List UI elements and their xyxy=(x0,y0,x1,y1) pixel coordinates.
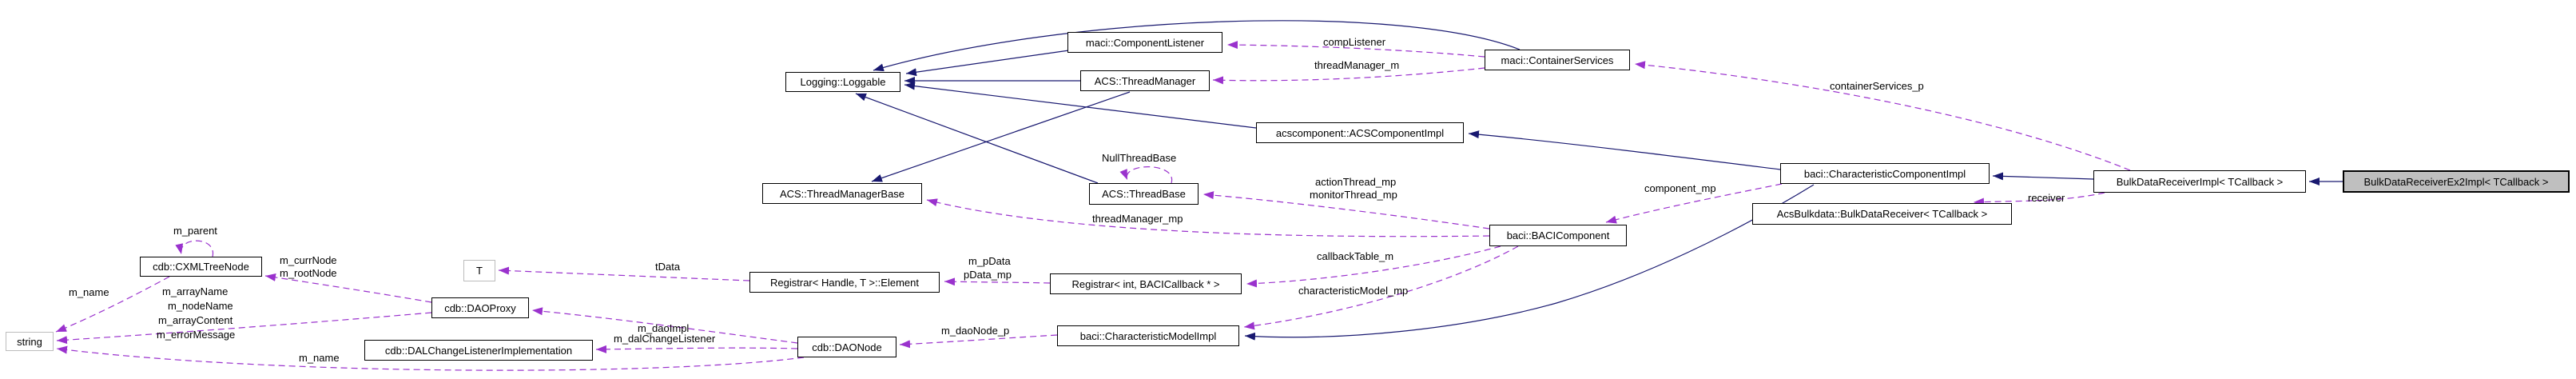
edge-usage-receiver xyxy=(1973,192,2105,206)
edge-usage-characteristicmodel-mp xyxy=(1243,245,1519,330)
edge-label-containerservices-p: containerServices_p xyxy=(1830,80,1924,92)
edge-inheritance-bulkrecvimpl-charcompimpl xyxy=(1992,172,2094,181)
edge-usage-callbacktable-m xyxy=(1246,245,1501,288)
edge-label-characteristicmodel-mp: characteristicModel_mp xyxy=(1298,285,1409,297)
edge-label-complistener: compListener xyxy=(1323,36,1386,48)
node-baci-bacicomponent[interactable]: baci::BACIComponent xyxy=(1489,225,1627,246)
node-bulkdatareceiverimpl[interactable]: BulkDataReceiverImpl< TCallback > xyxy=(2093,170,2306,193)
edge-usage-nullthreadbase-selfloop xyxy=(1119,166,1173,184)
edge-usage-daonode-p xyxy=(899,334,1058,349)
edge-usage-dalchangelistener xyxy=(595,345,798,353)
edge-label-m-parent: m_parent xyxy=(173,225,217,237)
node-baci-characteristiccomponentimpl[interactable]: baci::CharacteristicComponentImpl xyxy=(1780,163,1990,184)
node-string[interactable]: string xyxy=(6,332,54,351)
edge-usage-currnode-rootnode xyxy=(264,273,432,303)
edge-label-m-daoimpl: m_daoImpl xyxy=(638,322,690,334)
edge-label-m-daonode-p: m_daoNode_p xyxy=(941,325,1010,337)
edge-usage-mparent-selfloop xyxy=(175,240,213,257)
edge-label-m-errormessage: m_errorMessage xyxy=(157,329,236,341)
edge-usage-mname-treenode xyxy=(55,276,170,333)
node-registrar-element[interactable]: Registrar< Handle, T >::Element xyxy=(749,272,940,293)
node-bulkdatareceiverex2impl-current: BulkDataReceiverEx2Impl< TCallback > xyxy=(2343,170,2570,193)
edge-inheritance-threadbase-loggable xyxy=(855,93,1099,184)
node-acsbulkdata-bulkdatareceiver[interactable]: AcsBulkdata::BulkDataReceiver< TCallback… xyxy=(1752,203,2012,225)
edge-usage-threadmanager-mp xyxy=(926,198,1490,237)
node-cdb-daoproxy[interactable]: cdb::DAOProxy xyxy=(431,297,529,318)
node-registrar-int-bacicallback[interactable]: Registrar< int, BACICallback * > xyxy=(1050,273,1242,294)
edge-label-m-pdata: m_pData xyxy=(968,255,1011,267)
node-logging-loggable[interactable]: Logging::Loggable xyxy=(785,72,900,92)
edge-usage-containerservices-p xyxy=(1634,61,2131,171)
edge-usage-arrayname-block xyxy=(56,312,432,345)
edge-label-m-arraycontent: m_arrayContent xyxy=(158,314,233,326)
node-acs-threadmanager[interactable]: ACS::ThreadManager xyxy=(1080,70,1210,91)
edge-usage-threadmanager-m xyxy=(1212,67,1485,85)
edge-label-callbacktable-m: callbackTable_m xyxy=(1317,250,1394,262)
edge-usage-mpdata xyxy=(944,277,1051,286)
node-cdb-daonode[interactable]: cdb::DAONode xyxy=(797,337,896,357)
edge-usage-daoimpl xyxy=(531,307,798,344)
node-maci-componentlistener[interactable]: maci::ComponentListener xyxy=(1067,32,1222,53)
edge-inheritance-threadmanager-threadmanagerbase xyxy=(871,91,1131,182)
node-acs-threadbase[interactable]: ACS::ThreadBase xyxy=(1089,183,1199,205)
node-baci-characteristicmodelimpl[interactable]: baci::CharacteristicModelImpl xyxy=(1057,325,1239,346)
edge-label-m-name-treenode: m_name xyxy=(69,286,109,298)
node-maci-containerservices[interactable]: maci::ContainerServices xyxy=(1485,50,1630,70)
edge-label-m-nodename: m_nodeName xyxy=(168,300,233,312)
edge-label-actionthread-mp: actionThread_mp xyxy=(1315,176,1397,188)
node-cdb-dalchangelistenerimplementation[interactable]: cdb::DALChangeListenerImplementation xyxy=(364,340,593,361)
edge-inheritance-componentlistener-loggable xyxy=(905,50,1070,77)
edge-label-m-rootnode: m_rootNode xyxy=(280,267,337,279)
edge-label-pdata-mp: pData_mp xyxy=(964,269,1012,281)
edge-usage-tdata xyxy=(498,266,750,281)
node-acs-threadmanagerbase[interactable]: ACS::ThreadManagerBase xyxy=(762,183,922,204)
node-acscomponent-acscomponentimpl[interactable]: acscomponent::ACSComponentImpl xyxy=(1256,122,1464,143)
edge-usage-mname-daonode xyxy=(56,345,805,371)
edge-label-component-mp: component_mp xyxy=(1644,182,1716,194)
edge-label-m-dalchangelistener: m_dalChangeListener xyxy=(614,333,716,345)
edge-label-nullthreadbase: NullThreadBase xyxy=(1102,152,1177,164)
edge-label-monitorthread-mp: monitorThread_mp xyxy=(1310,189,1397,201)
edge-usage-component-mp xyxy=(1605,183,1783,224)
edge-label-receiver: receiver xyxy=(2028,192,2065,204)
node-t[interactable]: T xyxy=(463,260,495,281)
edge-inheritance-charcompimpl-charmodelimpl xyxy=(1244,184,1815,341)
edge-label-tdata: tData xyxy=(655,261,681,273)
edge-usage-complistener xyxy=(1226,41,1485,58)
edge-inheritance-acscomponentimpl-loggable xyxy=(904,82,1257,129)
edge-usage-actionthread-monitorthread xyxy=(1203,191,1490,229)
edge-inheritance-containerservices-loggable xyxy=(873,20,1521,72)
edge-label-threadmanager-m: threadManager_m xyxy=(1314,59,1400,71)
edge-label-threadmanager-mp: threadManager_mp xyxy=(1092,213,1183,225)
node-cdb-cxmltreenode[interactable]: cdb::CXMLTreeNode xyxy=(140,257,262,277)
edge-label-m-arrayname: m_arrayName xyxy=(162,285,229,297)
edge-label-m-currnode: m_currNode xyxy=(280,254,337,266)
edge-inheritance-charcompimpl-acscomponentimpl xyxy=(1468,130,1781,170)
edge-label-m-name-daonode: m_name xyxy=(299,352,340,364)
